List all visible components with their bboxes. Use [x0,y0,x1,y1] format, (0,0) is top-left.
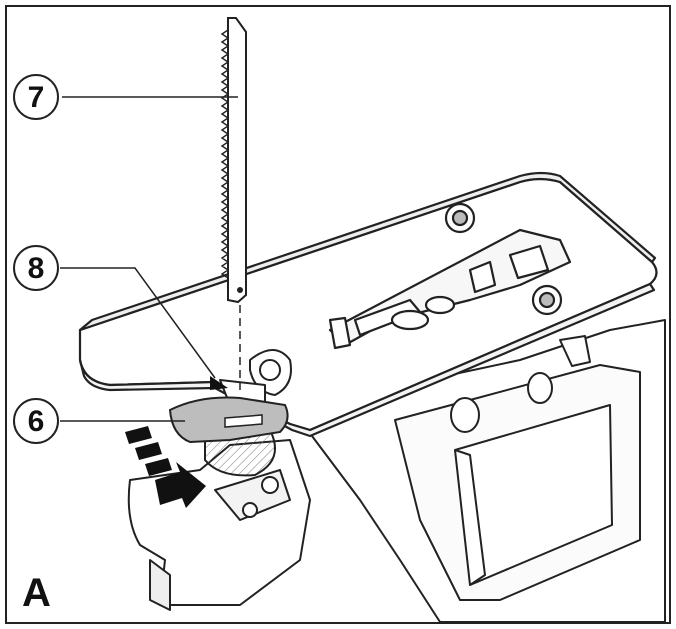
callout-8: 8 [13,245,59,291]
tool-housing [299,319,666,623]
callout-7: 7 [13,74,59,120]
svg-text:8: 8 [28,252,45,285]
base-plate [78,171,658,438]
saw-blade [220,17,247,304]
push-arrow [125,426,206,508]
callout-6: 6 [13,398,59,444]
lever-slot [224,414,263,428]
callout-leaders [60,96,238,422]
svg-text:7: 7 [28,81,45,114]
svg-text:6: 6 [28,405,45,438]
figure-letter: A [22,571,51,615]
direction-arrow-8 [210,376,228,390]
